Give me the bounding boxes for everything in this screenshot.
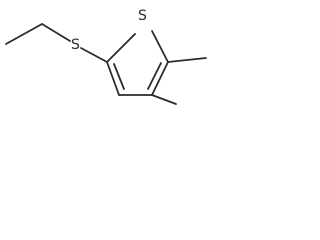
bond-ch2-thioether-s xyxy=(41,23,71,42)
bond-c2-ring-s xyxy=(106,33,136,63)
bond-c4-methyl xyxy=(151,94,177,105)
bond-c3-c2 xyxy=(106,61,120,96)
bond-c3-c2-double xyxy=(113,63,125,90)
bond-ethyl-ch3-ch2 xyxy=(5,23,43,45)
bond-c5-methyl xyxy=(167,57,207,63)
bond-c5-c4-double xyxy=(147,62,162,90)
structural-formula: S S xyxy=(5,8,207,105)
bond-c5-c4 xyxy=(151,61,169,96)
bond-ring-s-c5 xyxy=(151,30,169,63)
ring-sulfur-label: S xyxy=(138,8,147,24)
bond-thioether-s-c2 xyxy=(80,47,108,63)
thioether-sulfur-label: S xyxy=(71,37,80,53)
